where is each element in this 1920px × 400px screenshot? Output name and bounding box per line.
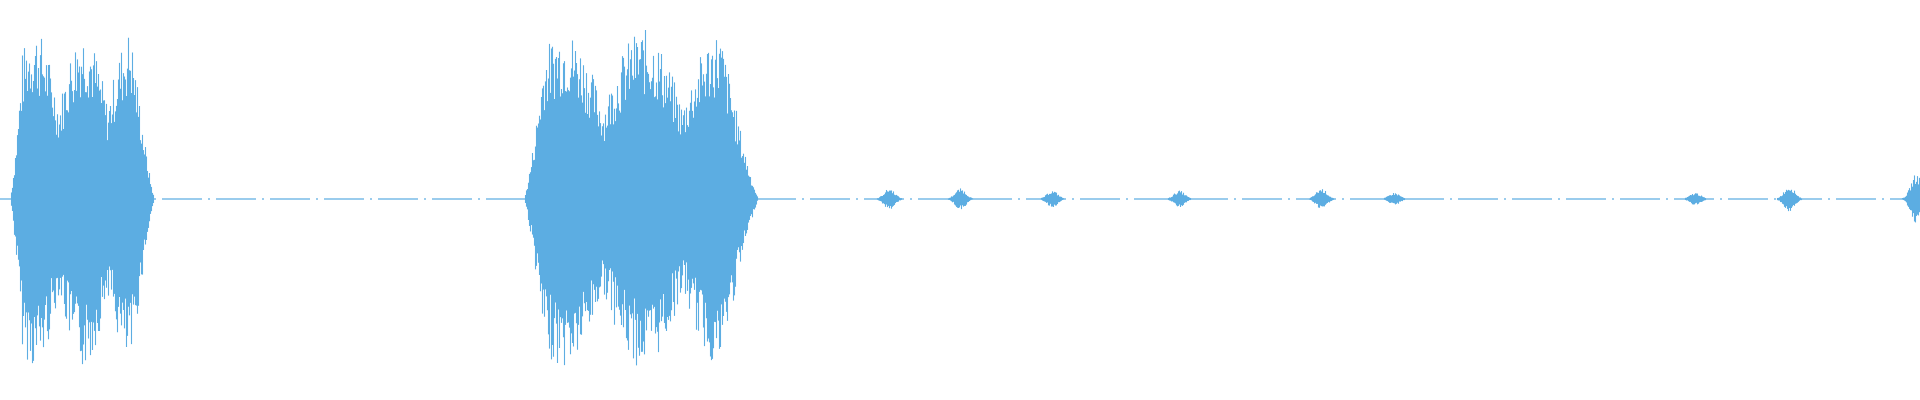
waveform-bars: [10, 29, 1920, 366]
